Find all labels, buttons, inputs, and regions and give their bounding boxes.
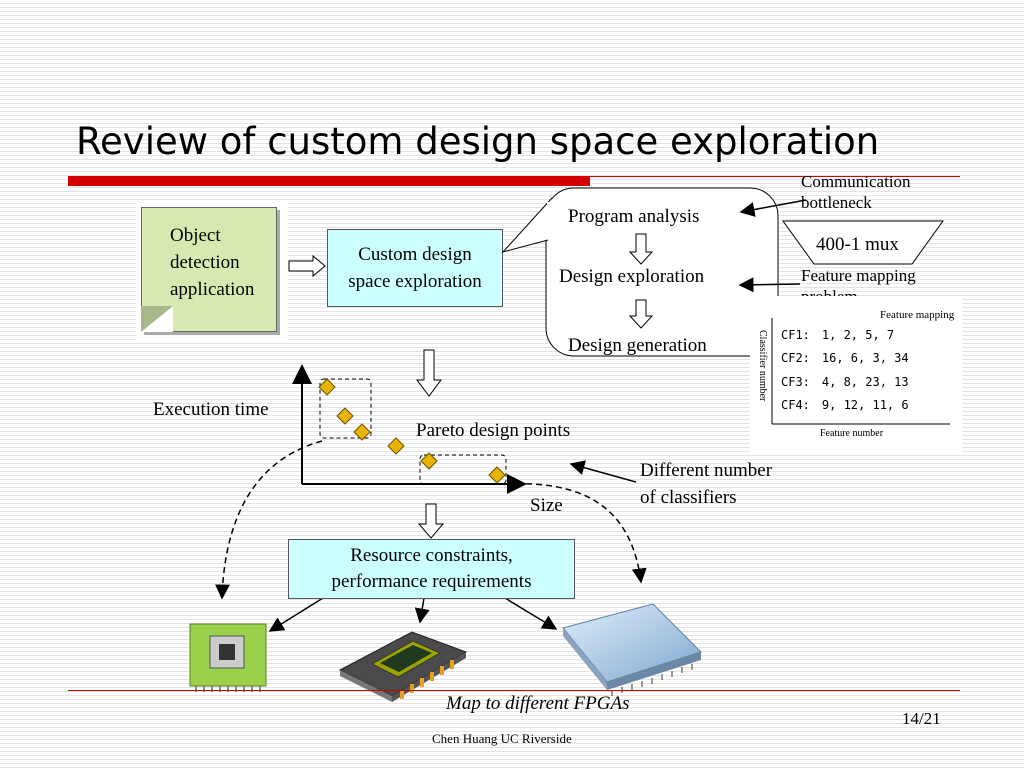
dashed-curve-left <box>214 440 323 600</box>
step-design-exploration: Design exploration <box>559 266 705 287</box>
pareto-label: Pareto design points <box>416 420 571 441</box>
feature-row-values: 9, 12, 11, 6 <box>821 398 909 412</box>
feature-row-4: CF4: 9, 12, 11, 6 <box>781 398 909 412</box>
resource-line-1: Resource constraints, <box>350 545 513 566</box>
pareto-point <box>318 378 336 396</box>
execution-time-label: Execution time <box>153 399 269 420</box>
feature-mapping-x-label: Feature number <box>820 428 884 439</box>
mux-label: 400-1 mux <box>816 234 899 255</box>
feature-row-2: CF2: 16, 6, 3, 34 <box>781 351 909 365</box>
bottleneck-line-1: Communication <box>801 172 911 191</box>
map-to-fpgas-label: Map to different FPGAs <box>446 693 630 714</box>
note-line-2: detection <box>170 252 240 273</box>
hollow-arrow-right <box>288 254 326 278</box>
feature-row-name: CF1: <box>781 328 810 342</box>
slide-title: Review of custom design space exploratio… <box>76 120 880 163</box>
step-design-generation: Design generation <box>568 335 707 356</box>
feature-row-values: 16, 6, 3, 34 <box>821 351 909 365</box>
custom-design-box: Custom design space exploration <box>327 229 503 307</box>
step-program-analysis: Program analysis <box>568 206 700 227</box>
communication-bottleneck-label: Communication bottleneck <box>801 171 911 213</box>
feature-mapping-y-label: Classifier number <box>757 330 768 402</box>
resource-constraints-box: Resource constraints, performance requir… <box>288 539 575 599</box>
mux-trapezoid <box>782 220 944 265</box>
feature-mapping-inset <box>750 296 962 454</box>
note-line-1: Object <box>170 225 221 246</box>
callout-bubble <box>545 187 779 357</box>
pareto-points <box>318 378 506 484</box>
title-underline-rule <box>590 176 960 177</box>
hollow-arrow-down-1 <box>628 233 654 265</box>
callout-pointer <box>501 197 553 253</box>
feature-mapping-arrow <box>738 277 801 293</box>
feature-row-name: CF4: <box>781 398 810 412</box>
feature-row-values: 1, 2, 5, 7 <box>821 328 895 342</box>
fpga-chip-dark-icon <box>338 631 468 702</box>
classifiers-line-1: Different number <box>640 460 773 481</box>
footer-text: Chen Huang UC Riverside <box>432 731 572 746</box>
bottleneck-line-2: bottleneck <box>801 193 872 212</box>
custom-design-line-1: Custom design <box>358 244 472 265</box>
bottleneck-arrow <box>739 199 807 217</box>
feature-row-3: CF3: 4, 8, 23, 13 <box>781 375 909 389</box>
fpga-chip-green-icon <box>189 623 267 692</box>
dashed-curve-right <box>505 482 647 584</box>
feature-mapping-title: Feature mapping <box>880 309 955 321</box>
title-underline-bar <box>68 176 590 186</box>
custom-design-line-2: space exploration <box>348 271 482 292</box>
classifiers-arrow <box>569 460 637 483</box>
pareto-point <box>353 423 371 441</box>
arrow-to-chip-3 <box>504 597 558 630</box>
feature-mapping-line-1: Feature mapping <box>801 266 916 285</box>
object-detection-note <box>141 207 277 332</box>
size-label: Size <box>530 495 563 516</box>
hollow-arrow-down-3 <box>416 349 442 397</box>
feature-row-name: CF3: <box>781 375 810 389</box>
pareto-point <box>387 437 405 455</box>
footer-rule <box>68 690 960 691</box>
pareto-group-2 <box>419 454 507 485</box>
pareto-group-1 <box>319 378 372 439</box>
hollow-arrow-down-2 <box>628 299 654 329</box>
different-classifiers-label: Different number of classifiers <box>640 457 772 511</box>
note-line-3: application <box>170 279 255 300</box>
pareto-point <box>420 452 438 470</box>
fpga-chip-blue-icon <box>562 603 702 696</box>
feature-row-1: CF1: 1, 2, 5, 7 <box>781 328 894 342</box>
resource-line-2: performance requirements <box>331 571 532 592</box>
pareto-point <box>488 466 506 484</box>
feature-row-values: 4, 8, 23, 13 <box>821 375 909 389</box>
pareto-point <box>336 407 354 425</box>
feature-mapping-axes <box>771 318 950 425</box>
arrow-to-chip-1 <box>268 597 324 632</box>
hollow-arrow-down-4 <box>417 503 445 539</box>
feature-row-name: CF2: <box>781 351 810 365</box>
page-number: 14/21 <box>902 709 941 728</box>
classifiers-line-2: of classifiers <box>640 487 737 508</box>
arrow-to-chip-2 <box>414 597 430 624</box>
object-detection-text: Object detection application <box>170 222 254 303</box>
